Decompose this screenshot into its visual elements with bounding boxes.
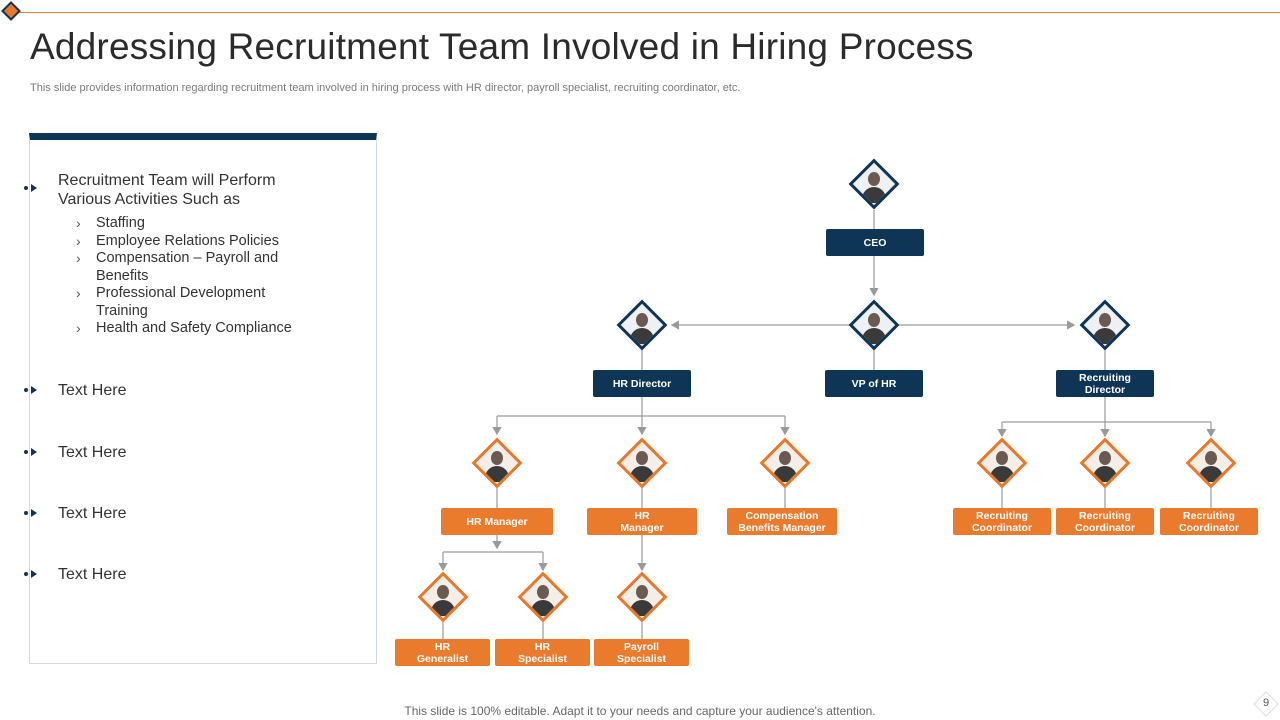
bullet-icon — [24, 447, 42, 457]
chevron-right-icon: › — [76, 232, 81, 249]
hr-manager-1-box: HR Manager — [441, 508, 553, 535]
placeholder-text-4: Text Here — [58, 566, 127, 583]
page-subtitle: This slide provides information regardin… — [30, 82, 741, 94]
chevron-right-icon: › — [76, 250, 81, 266]
list-item: ›Professional Development Training — [76, 285, 266, 319]
list-item: ›Compensation – Payroll and Benefits — [76, 250, 279, 284]
recruiting-coordinator-1-box: Recruiting Coordinator — [953, 508, 1051, 535]
bullet-icon — [24, 508, 42, 518]
top-accent-line — [14, 12, 1280, 13]
activities-panel — [29, 133, 377, 664]
recruiting-coordinator-3-box: Recruiting Coordinator — [1160, 508, 1258, 535]
payroll-specialist-box: Payroll Specialist — [594, 639, 689, 666]
placeholder-text-1: Text Here — [58, 382, 127, 399]
activities-intro: Recruitment Team will Perform Various Ac… — [58, 172, 276, 208]
hr-specialist-box: HR Specialist — [495, 639, 590, 666]
recruiting-coordinator-2-box: Recruiting Coordinator — [1056, 508, 1154, 535]
placeholder-text-3: Text Here — [58, 505, 127, 522]
bullet-icon — [24, 569, 42, 579]
list-item: ›Staffing — [76, 215, 145, 231]
bullet-icon — [24, 385, 42, 395]
page-title: Addressing Recruitment Team Involved in … — [30, 26, 974, 67]
chevron-right-icon: › — [76, 320, 81, 336]
recruiting-director-box: Recruiting Director — [1056, 370, 1154, 397]
placeholder-text-2: Text Here — [58, 444, 127, 461]
chevron-right-icon: › — [76, 285, 81, 301]
bullet-icon — [24, 183, 42, 193]
footer-note: This slide is 100% editable. Adapt it to… — [404, 704, 876, 718]
list-item: ›Employee Relations Policies — [76, 232, 279, 249]
comp-benefits-manager-box: Compensation Benefits Manager — [727, 508, 837, 535]
ceo-box: CEO — [826, 229, 924, 256]
chevron-right-icon: › — [76, 215, 81, 231]
page-number: 9 — [1253, 691, 1279, 717]
activities-list: ›Staffing ›Employee Relations Policies ›… — [76, 215, 316, 338]
hr-generalist-box: HR Generalist — [395, 639, 490, 666]
hr-manager-2-box: HR Manager — [587, 508, 697, 535]
hr-director-box: HR Director — [593, 370, 691, 397]
vp-hr-box: VP of HR — [825, 370, 923, 397]
list-item: ›Health and Safety Compliance — [76, 320, 292, 336]
